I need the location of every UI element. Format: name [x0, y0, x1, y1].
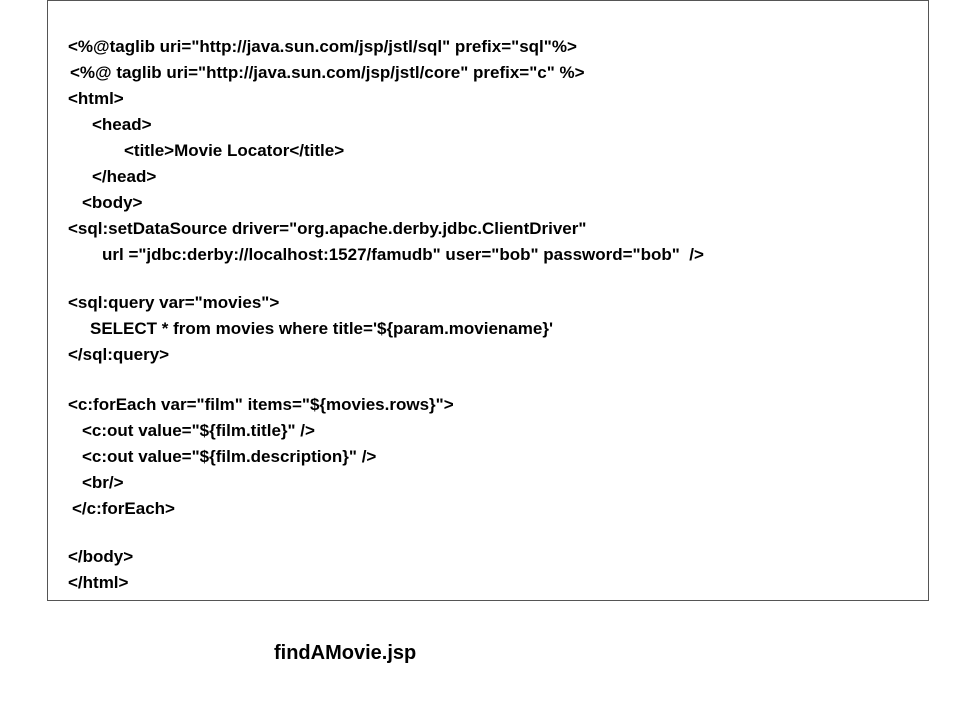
code-line-7: <body>	[82, 193, 143, 212]
code-line-17: </c:forEach>	[72, 499, 175, 518]
code-listing-box: <%@taglib uri="http://java.sun.com/jsp/j…	[47, 0, 929, 601]
code-line-19: </html>	[68, 573, 129, 592]
code-line-16: <br/>	[82, 473, 124, 492]
code-line-14: <c:out value="${film.title}" />	[82, 421, 315, 440]
code-line-12: </sql:query>	[68, 345, 170, 364]
code-line-10: <sql:query var="movies">	[68, 293, 280, 312]
code-line-8: <sql:setDataSource driver="org.apache.de…	[68, 219, 587, 238]
code-line-4: <head>	[92, 115, 152, 134]
code-line-15: <c:out value="${film.description}" />	[82, 447, 377, 466]
file-name-caption: findAMovie.jsp	[274, 642, 417, 664]
code-line-13: <c:forEach var="film" items="${movies.ro…	[68, 395, 454, 414]
code-line-5: <title>Movie Locator</title>	[124, 141, 345, 160]
code-line-3: <html>	[68, 89, 124, 108]
code-line-2: <%@ taglib uri="http://java.sun.com/jsp/…	[70, 63, 585, 82]
code-line-6: </head>	[92, 167, 157, 186]
code-line-11: SELECT * from movies where title='${para…	[90, 319, 554, 338]
code-line-1: <%@taglib uri="http://java.sun.com/jsp/j…	[68, 37, 577, 56]
code-line-18: </body>	[68, 547, 134, 566]
code-line-9: url ="jdbc:derby://localhost:1527/famudb…	[102, 245, 704, 264]
